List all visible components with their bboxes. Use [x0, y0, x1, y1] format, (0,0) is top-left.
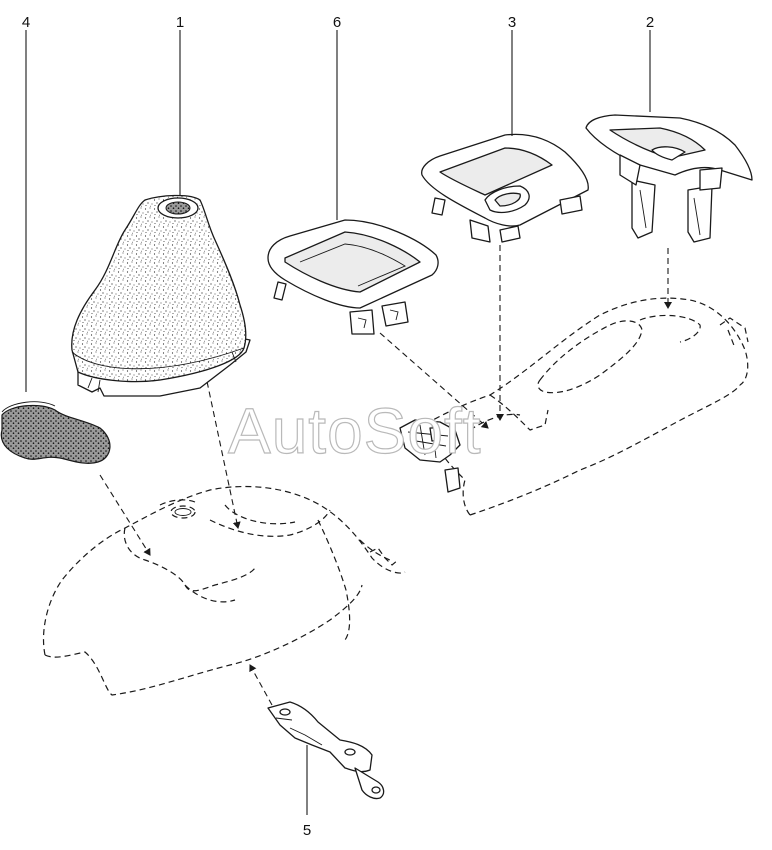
part-2-panel [585, 114, 753, 243]
part-4-pad [0, 401, 111, 464]
part-1-gear-boot [71, 194, 251, 397]
callout-6: 6 [333, 14, 341, 31]
assembly-arrows [99, 245, 672, 706]
console-bracket [399, 419, 461, 493]
callout-leaders [25, 30, 651, 815]
part-3-insert [421, 133, 589, 243]
callout-3: 3 [508, 14, 516, 31]
callout-5: 5 [303, 822, 311, 839]
callout-4: 4 [22, 14, 30, 31]
part-6-tray [267, 219, 439, 335]
callout-2: 2 [646, 14, 654, 31]
front-console-outline [42, 485, 406, 696]
watermark-text: AutoSoft [228, 395, 482, 467]
part-5-bracket [267, 701, 385, 800]
callout-1: 1 [176, 14, 184, 31]
